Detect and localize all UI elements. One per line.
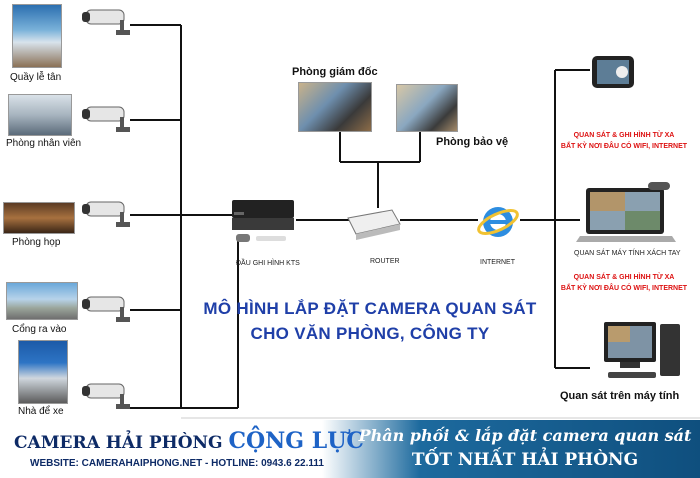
director-room-label: Phòng giám đốc xyxy=(292,66,378,78)
title-line: CHO VĂN PHÒNG, CÔNG TY xyxy=(250,324,490,343)
director-room-photo xyxy=(298,82,372,132)
laptop-note-line: QUAN SÁT & GHI HÌNH TỪ XA xyxy=(573,274,675,281)
meeting-room-photo xyxy=(3,202,75,234)
internet-label: INTERNET xyxy=(480,259,515,266)
laptop-note: QUAN SÁT & GHI HÌNH TỪ XA BẤT KỲ NƠI ĐÂU… xyxy=(554,272,694,294)
desktop-label: Quan sát trên máy tính xyxy=(560,390,680,402)
router-icon xyxy=(347,209,401,240)
location-label: Cổng ra vào xyxy=(12,324,67,335)
camera-icon xyxy=(82,383,130,409)
title-line: MÔ HÌNH LẮP ĐẶT CAMERA QUAN SÁT xyxy=(203,299,537,318)
parking-photo xyxy=(18,340,68,404)
mobile-phone-icon xyxy=(592,56,634,88)
dvr-label: ĐẦU GHI HÌNH KTS xyxy=(236,260,300,267)
gate-photo xyxy=(6,282,78,320)
location-label: Phòng nhân viên xyxy=(6,138,82,149)
brand-name: CAMERA HẢI PHÒNG CỘNG LỰC xyxy=(14,428,364,454)
brand-highlight: CỘNG LỰC xyxy=(228,428,364,454)
laptop-icon xyxy=(576,182,676,242)
reception-photo xyxy=(12,4,62,68)
mobile-note: QUAN SÁT & GHI HÌNH TỪ XA BẤT KỲ NƠI ĐÂU… xyxy=(554,130,694,152)
mobile-note-line: QUAN SÁT & GHI HÌNH TỪ XA xyxy=(573,132,675,139)
contact-info: WEBSITE: CAMERAHAIPHONG.NET - HOTLINE: 0… xyxy=(30,458,324,469)
camera-icon xyxy=(82,296,130,322)
camera-icon xyxy=(82,9,130,35)
laptop-label: QUAN SÁT MÁY TÍNH XÁCH TAY xyxy=(574,250,681,257)
location-label: Nhà để xe xyxy=(18,406,64,417)
security-room-photo xyxy=(396,84,458,132)
location-label: Quầy lễ tân xyxy=(10,72,62,83)
footer-banner xyxy=(0,420,700,478)
mobile-note-line: BẤT KỲ NƠI ĐÂU CÓ WIFI, INTERNET xyxy=(560,143,688,150)
slogan-line-2: TỐT NHẤT HẢI PHÒNG xyxy=(411,450,639,470)
security-room-label: Phòng bảo vệ xyxy=(436,136,509,148)
location-label: Phòng họp xyxy=(12,237,61,248)
camera-icon xyxy=(82,201,130,227)
brand-prefix: CAMERA HẢI PHÒNG xyxy=(14,433,223,453)
camera-icon xyxy=(82,106,130,132)
slogan-line-1: Phân phối & lắp đặt camera quan sát xyxy=(358,426,692,445)
diagram-title: MÔ HÌNH LẮP ĐẶT CAMERA QUAN SÁT CHO VĂN … xyxy=(180,296,560,346)
network-wires xyxy=(130,24,700,419)
desktop-computer-icon xyxy=(604,322,680,378)
internet-icon xyxy=(477,207,519,237)
laptop-note-line: BẤT KỲ NƠI ĐÂU CÓ WIFI, INTERNET xyxy=(560,285,688,292)
staff-room-photo xyxy=(8,94,72,136)
router-label: ROUTER xyxy=(370,258,400,265)
dvr-icon xyxy=(232,200,294,242)
